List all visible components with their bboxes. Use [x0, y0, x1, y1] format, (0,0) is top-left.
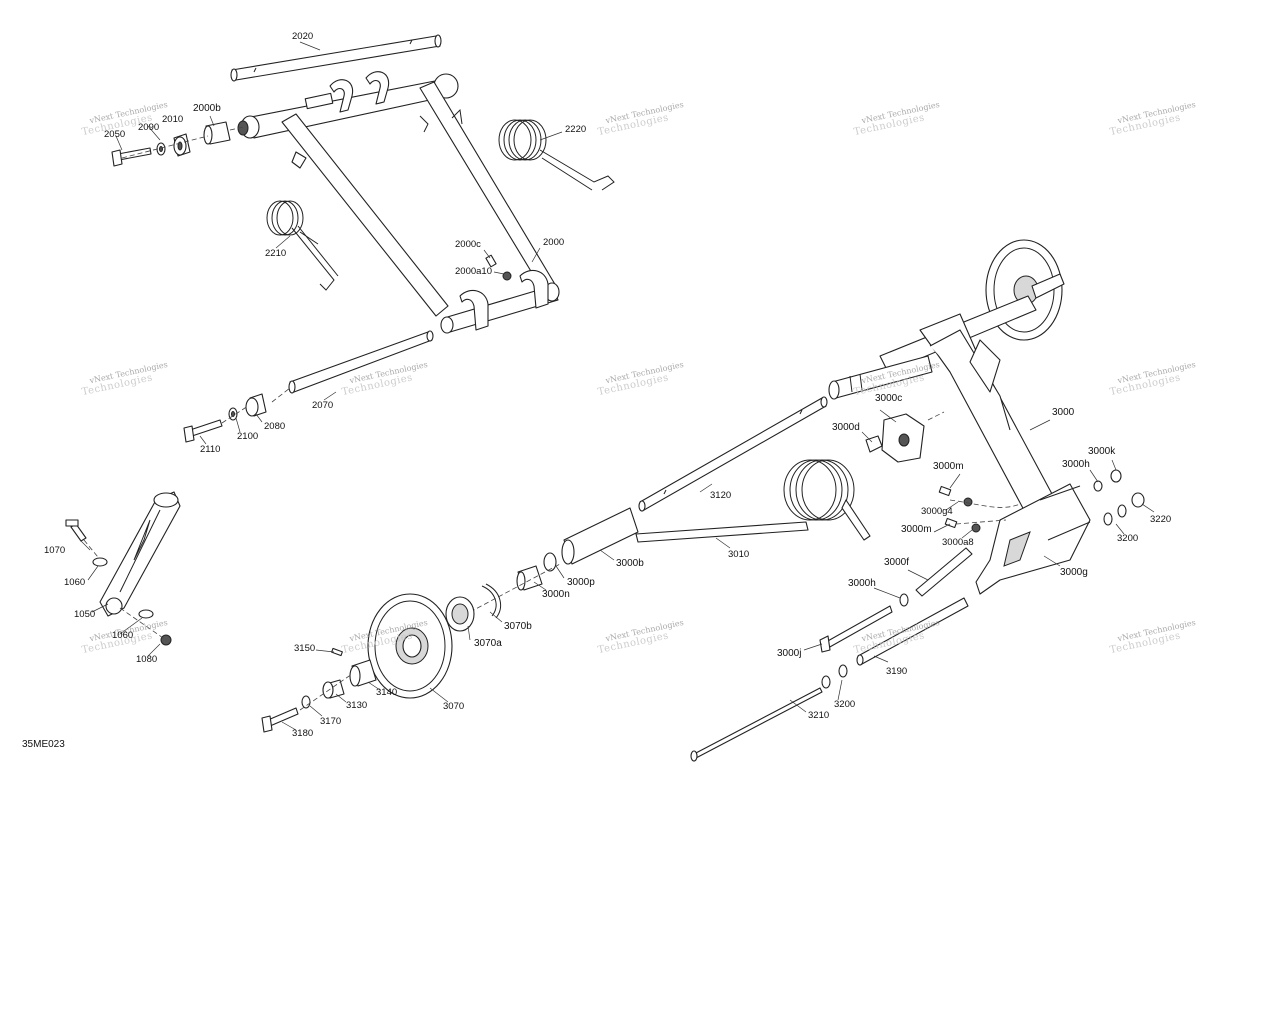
part-3210-long-bolt	[690, 687, 823, 762]
callout-3000k[interactable]: 3000k	[1088, 446, 1116, 457]
part-2010-washer	[173, 133, 191, 157]
callout-2000b[interactable]: 2000b	[193, 103, 221, 114]
part-2050-bolt	[111, 147, 152, 167]
part-2000a10-nut	[502, 271, 512, 281]
callout-1060-bottom[interactable]: 1060	[112, 630, 134, 641]
part-2000c-grease-fitting	[485, 254, 497, 268]
part-3000p-ring	[543, 552, 557, 572]
callout-3150[interactable]: 3150	[294, 643, 316, 654]
part-1060-washer-top	[92, 557, 108, 567]
callout-1080[interactable]: 1080	[136, 654, 158, 665]
part-2070-shaft	[288, 330, 434, 394]
part-3070b-circlip	[481, 583, 502, 619]
callout-2020[interactable]: 2020	[292, 31, 314, 42]
callout-3140[interactable]: 3140	[376, 687, 398, 698]
callout-3000p[interactable]: 3000p	[567, 577, 595, 588]
part-3200-washer-right	[1103, 504, 1127, 526]
callout-1070[interactable]: 1070	[44, 545, 66, 556]
part-3120-shaft	[638, 396, 828, 512]
callout-3000m-top[interactable]: 3000m	[933, 461, 964, 472]
callout-3000b[interactable]: 3000b	[616, 558, 644, 569]
part-1050-shock-link	[99, 491, 181, 617]
callout-3120[interactable]: 3120	[710, 490, 732, 501]
callout-3070b[interactable]: 3070b	[504, 621, 532, 632]
callout-3190[interactable]: 3190	[886, 666, 908, 677]
part-3000f-rod	[915, 547, 973, 597]
part-3000m-screw	[938, 485, 958, 529]
part-3000k-nut	[1110, 469, 1122, 483]
callout-2000[interactable]: 2000	[543, 237, 565, 248]
part-3000-rear-arm	[879, 239, 1091, 595]
part-2020-shaft	[230, 34, 442, 82]
callout-3180[interactable]: 3180	[292, 728, 314, 739]
callout-3210[interactable]: 3210	[808, 710, 830, 721]
part-3190-tube	[856, 597, 969, 666]
callout-3000d[interactable]: 3000d	[832, 422, 860, 433]
callout-2070[interactable]: 2070	[312, 400, 334, 411]
callout-2210[interactable]: 2210	[265, 248, 287, 259]
part-3000b-bushing-tube	[561, 507, 639, 565]
callout-3070a[interactable]: 3070a	[474, 638, 502, 649]
part-3000c-block	[881, 413, 925, 463]
part-1060-washer-bottom	[138, 609, 154, 619]
part-1070-bolt	[65, 519, 87, 542]
callout-2110[interactable]: 2110	[200, 444, 221, 455]
callout-3000c[interactable]: 3000c	[875, 393, 903, 404]
part-3180-bolt	[261, 707, 299, 733]
callout-3000g4[interactable]: 3000g4	[921, 506, 953, 517]
callout-2100[interactable]: 2100	[237, 431, 259, 442]
part-3000j-bolt	[819, 605, 893, 653]
part-3070-wheel	[367, 593, 453, 699]
part-3170-washer	[301, 695, 311, 709]
part-2000b-bushing	[203, 121, 231, 145]
callout-3010[interactable]: 3010	[728, 549, 750, 560]
callout-2220[interactable]: 2220	[565, 124, 587, 135]
part-3200-washer-low	[838, 664, 848, 678]
part-3000n-bushing	[516, 565, 543, 591]
callout-2080[interactable]: 2080	[264, 421, 286, 432]
callout-3000m-mid[interactable]: 3000m	[901, 524, 932, 535]
part-3150-screw	[331, 647, 343, 657]
part-2220-spring	[498, 119, 615, 191]
part-3070a-bearing	[445, 596, 475, 632]
callout-2090[interactable]: 2090	[138, 122, 160, 133]
part-3200-washer-lowest	[821, 675, 831, 689]
part-3000h-washer-top	[1093, 480, 1103, 492]
part-3000g4-nut	[963, 497, 981, 533]
part-2210-spring	[266, 200, 339, 291]
callout-3070[interactable]: 3070	[443, 701, 465, 712]
callout-3000f[interactable]: 3000f	[884, 557, 910, 568]
callout-1050[interactable]: 1050	[74, 609, 96, 620]
callout-3130[interactable]: 3130	[346, 700, 368, 711]
part-3010-spring	[635, 459, 871, 543]
part-3140-spacer	[349, 659, 377, 687]
callout-3000g[interactable]: 3000g	[1060, 567, 1088, 578]
callout-3000[interactable]: 3000	[1052, 407, 1075, 418]
callout-2000c[interactable]: 2000c	[455, 239, 481, 250]
callout-3000a8[interactable]: 3000a8	[942, 537, 974, 548]
part-2110-bolt	[183, 419, 223, 443]
callout-2010[interactable]: 2010	[162, 114, 184, 125]
callout-1060-top[interactable]: 1060	[64, 577, 86, 588]
part-3000b-shaft-sleeve	[828, 355, 933, 400]
part-3000h-washer	[899, 593, 909, 607]
callout-3200-low[interactable]: 3200	[834, 699, 856, 710]
part-3130-bushing	[322, 679, 345, 699]
callout-3200-right[interactable]: 3200	[1117, 533, 1139, 544]
callout-2050[interactable]: 2050	[104, 129, 126, 140]
callout-3000n[interactable]: 3000n	[542, 589, 570, 600]
callout-3000j[interactable]: 3000j	[777, 648, 802, 659]
part-2000-front-arm	[237, 71, 560, 334]
part-2090-nut	[156, 142, 166, 156]
part-2080-bushing	[245, 393, 267, 417]
callout-3000h-top[interactable]: 3000h	[1062, 459, 1090, 470]
callout-3000h-mid[interactable]: 3000h	[848, 578, 876, 589]
callout-3170[interactable]: 3170	[320, 716, 342, 727]
diagram-reference-code: 35ME023	[22, 739, 65, 750]
callout-2000a10[interactable]: 2000a10	[455, 266, 492, 277]
callout-3220[interactable]: 3220	[1150, 514, 1172, 525]
part-3220-nut	[1131, 492, 1145, 508]
